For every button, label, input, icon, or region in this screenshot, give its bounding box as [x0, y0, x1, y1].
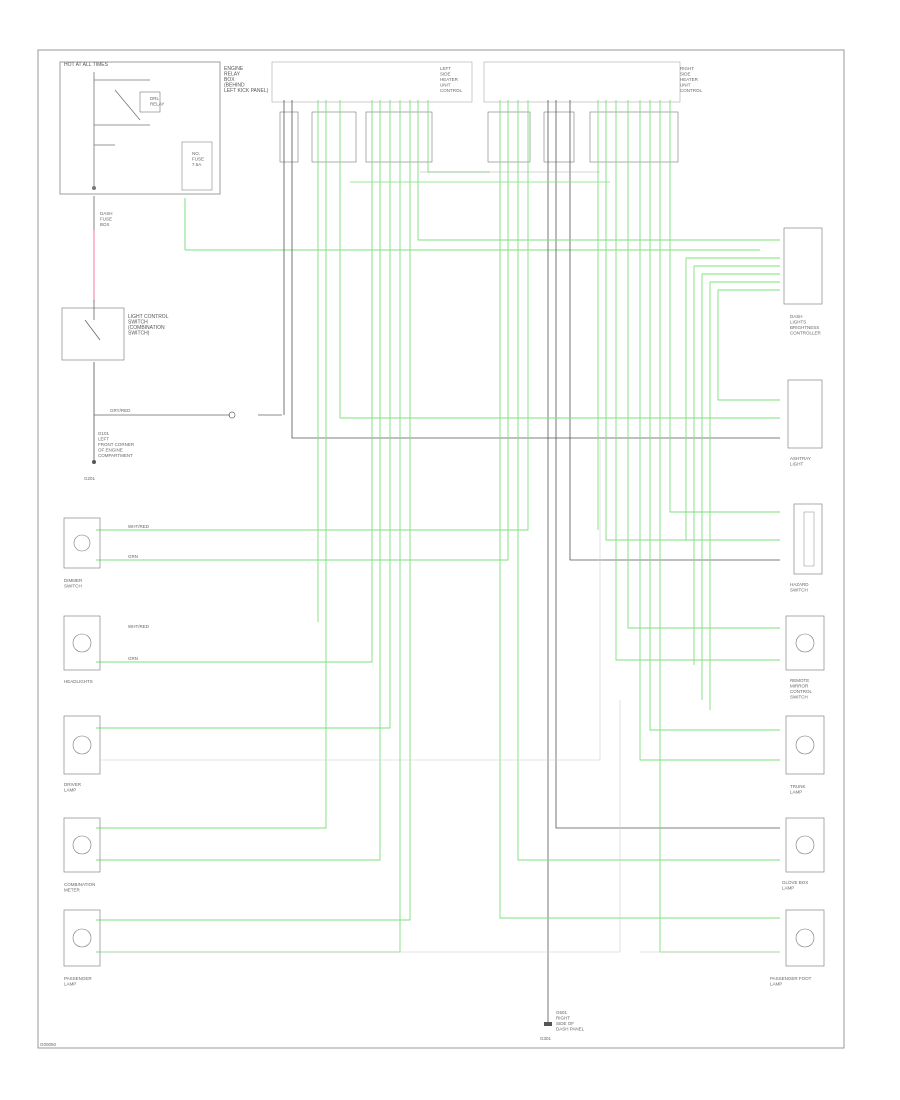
wire-label-2: GRN	[128, 554, 138, 559]
gray-wires	[283, 100, 780, 1000]
g201-label: G201	[84, 476, 96, 481]
headlights-label: HEADLIGHTS	[64, 679, 93, 684]
ground-returns	[100, 440, 780, 953]
left-connector-pins	[279, 111, 679, 163]
g301-label: G301	[540, 1036, 552, 1041]
wire-label-1: WHT/RED	[128, 524, 150, 529]
headlights: HEADLIGHTS	[63, 615, 101, 684]
hot-at-all-times-label: HOT AT ALL TIMES	[64, 62, 109, 68]
diagram-frame	[37, 49, 845, 1049]
wire-label-gry: GRY/RED	[110, 408, 131, 413]
wire-label-4: GRN	[128, 656, 138, 661]
footer-id: G00050	[40, 1042, 57, 1047]
wire-label-3: WHT/RED	[128, 624, 150, 629]
green-bus-right	[685, 257, 780, 710]
green-wires	[96, 100, 780, 953]
